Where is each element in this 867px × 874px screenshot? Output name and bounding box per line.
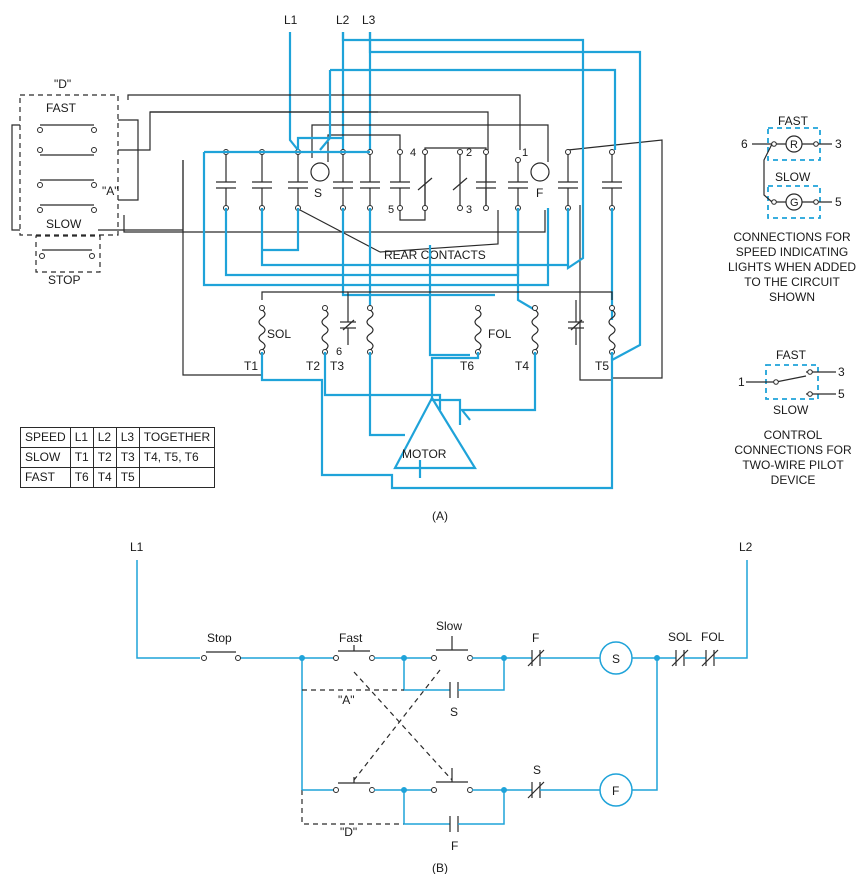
lights-caption-3: LIGHTS WHEN ADDED	[728, 260, 856, 274]
table-cell: T4, T5, T6	[138, 447, 216, 468]
pushbutton-station: "D" FAST "A" SLOW STOP	[11, 77, 378, 287]
ladder-hold-f-label: F	[451, 839, 458, 853]
fol-label: FOL	[488, 327, 512, 341]
pilot-fast-label: FAST	[776, 348, 807, 362]
aux-contact-2: 2	[466, 147, 472, 159]
ladder-l2-label: L2	[739, 540, 753, 554]
stop-button-label: STOP	[48, 273, 80, 287]
lights-caption-1: CONNECTIONS FOR	[733, 230, 851, 244]
table-cell: FAST	[20, 467, 71, 488]
pilot-caption-4: DEVICE	[771, 473, 816, 487]
lights-inset: FAST R SLOW G 6 3 5 CONNECTIONS FOR SPEE…	[728, 114, 856, 304]
table-header-cell: L2	[92, 427, 117, 448]
table-row: FAST T6 T4 T5	[20, 467, 216, 488]
line-l1-label: L1	[284, 13, 298, 27]
table-cell: SLOW	[20, 447, 71, 468]
ladder-slow-label: Slow	[436, 619, 462, 633]
contactor-contacts: S F 4 2 1 5 3 REAR CONTACTS	[216, 147, 622, 262]
coil-s-symbol	[310, 162, 330, 182]
ladder-coil-s-label: S	[612, 652, 620, 666]
terminal-t2: T2	[306, 359, 320, 373]
coil-f-label: F	[536, 186, 543, 200]
lights-fast-label: FAST	[778, 114, 809, 128]
ladder-s-interlock-label: S	[533, 763, 541, 777]
point-6-label: 6	[336, 346, 342, 358]
aux-contact-3: 3	[466, 204, 472, 216]
table-cell: T4	[92, 467, 117, 488]
lights-node-6: 6	[741, 137, 748, 151]
table-row: SLOW T1 T2 T3 T4, T5, T6	[20, 447, 216, 468]
figure-b-caption: (B)	[432, 861, 448, 874]
pilot-caption-1: CONTROL	[764, 428, 823, 442]
ladder-diagram: L1 L2 Stop Fast Slow F S SOL FOL	[130, 540, 753, 853]
table-cell: T3	[115, 447, 140, 468]
table-cell: T1	[69, 447, 94, 468]
lights-slow-label: SLOW	[775, 170, 811, 184]
coil-f-symbol	[530, 162, 550, 182]
lights-node-5: 5	[835, 195, 842, 209]
ladder-hold-s-label: S	[450, 705, 458, 719]
power-wiring	[202, 32, 642, 361]
table-header-cell: L1	[69, 427, 94, 448]
pilot-node-3: 3	[838, 365, 845, 379]
ladder-l1-label: L1	[130, 540, 144, 554]
line-l3-label: L3	[362, 13, 376, 27]
ladder-coil-f	[599, 773, 633, 807]
lamp-r-label: R	[790, 139, 798, 151]
pilot-slow-label: SLOW	[773, 403, 809, 417]
ladder-fast-label: Fast	[339, 631, 363, 645]
table-cell: T2	[92, 447, 117, 468]
lights-caption-5: SHOWN	[769, 290, 815, 304]
ladder-interlock-d: "D"	[340, 825, 357, 839]
motor-label: MOTOR	[402, 447, 447, 461]
ladder-coil-f-label: F	[612, 784, 619, 798]
pilot-caption-3: TWO-WIRE PILOT	[742, 458, 844, 472]
rear-contacts-label: REAR CONTACTS	[384, 248, 486, 262]
terminal-t5: T5	[595, 359, 609, 373]
figure-a-caption: (A)	[432, 509, 448, 523]
fast-button-label: FAST	[46, 101, 77, 115]
pilot-inset: FAST 1 3 5 SLOW CONTROL CONNECTIONS FOR …	[734, 348, 852, 487]
pilot-caption-2: CONNECTIONS FOR	[734, 443, 852, 457]
terminal-t6: T6	[460, 359, 474, 373]
pilot-node-1: 1	[738, 375, 745, 389]
coil-s-label: S	[314, 186, 322, 200]
lights-caption-4: TO THE CIRCUIT	[744, 275, 840, 289]
motor-symbol	[393, 395, 477, 470]
pilot-node-5: 5	[838, 387, 845, 401]
slow-button-label: SLOW	[46, 217, 82, 231]
table-header-cell: L3	[115, 427, 140, 448]
aux-contact-1: 1	[522, 147, 528, 159]
line-l2-label: L2	[336, 13, 350, 27]
terminal-t1: T1	[244, 359, 258, 373]
lights-node-3: 3	[835, 137, 842, 151]
ladder-stop-label: Stop	[207, 631, 232, 645]
power-lines: L1 L2 L3	[284, 13, 376, 151]
table-cell: T5	[115, 467, 140, 488]
ladder-sol-label: SOL	[668, 630, 692, 644]
speed-connection-table: SPEED L1 L2 L3 TOGETHER SLOW T1 T2 T3 T4…	[20, 427, 216, 488]
table-cell: T6	[69, 467, 94, 488]
aux-contact-5: 5	[388, 204, 394, 216]
ladder-interlock-a: "A"	[338, 693, 355, 707]
terminal-t3: T3	[330, 359, 344, 373]
table-header-cell: SPEED	[20, 427, 71, 448]
aux-contact-4: 4	[410, 147, 416, 159]
control-wiring	[123, 94, 663, 381]
sol-label: SOL	[267, 327, 291, 341]
ladder-f-interlock-label: F	[532, 631, 539, 645]
ladder-fol-label: FOL	[701, 630, 725, 644]
motor-leads: T1 T2 T3 T6 T4 T5 MOTOR	[244, 352, 614, 490]
interlock-a-label: "A"	[102, 184, 119, 198]
table-header-row: SPEED L1 L2 L3 TOGETHER	[20, 427, 216, 448]
table-header-cell: TOGETHER	[138, 427, 216, 448]
terminal-t4: T4	[515, 359, 529, 373]
lights-caption-2: SPEED INDICATING	[736, 245, 848, 259]
lamp-g-label: G	[790, 197, 799, 209]
pushbutton-group-label: "D"	[54, 77, 71, 91]
overload-heaters: SOL FOL 6	[258, 291, 616, 358]
table-cell	[138, 467, 216, 488]
